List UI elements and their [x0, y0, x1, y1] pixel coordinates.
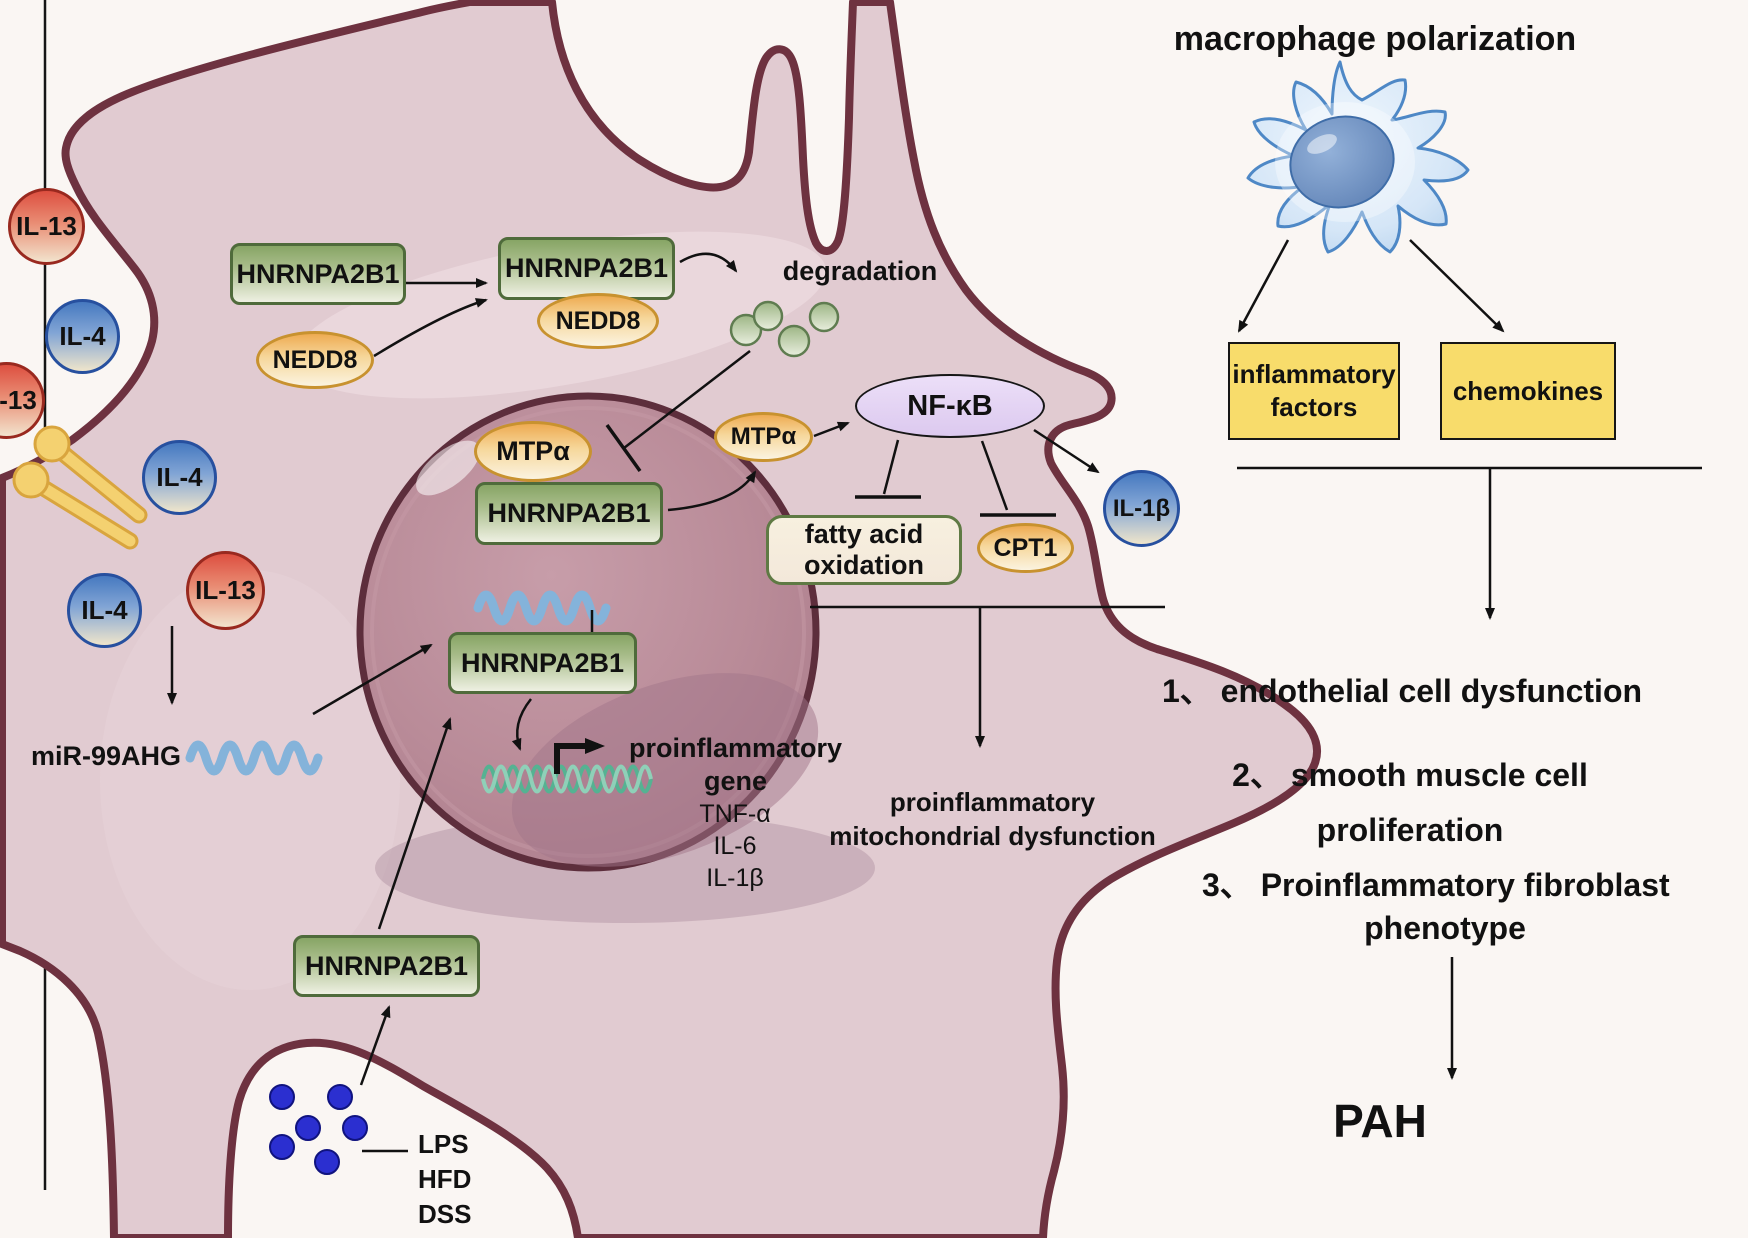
proinflammatory-gene-label: proinflammatory gene [598, 732, 873, 798]
il4-circle-2: IL-4 [142, 440, 217, 515]
il13-label: IL-13 [16, 211, 77, 241]
cytoplasm-highlight-2 [100, 570, 400, 990]
inflammatory-factors-box: inflammatory factors [1228, 342, 1400, 440]
arrow-hnrnpa2b1-to-mtpa-out [667, 470, 757, 512]
hnrnpa2b1-label: HNRNPA2B1 [460, 647, 625, 678]
mtpa-ellipse-2: MTPα [714, 412, 813, 462]
mtpa-ellipse-1: MTPα [474, 421, 592, 482]
hnrnpa2b1-box-2: HNRNPA2B1 [498, 237, 675, 300]
il4-circle-1: IL-4 [45, 299, 120, 374]
nuclear-rna-wave [473, 590, 611, 626]
il13-circle-3: IL-13 [186, 551, 265, 630]
arrow-macrophage-to-inflammatory [1237, 239, 1290, 333]
il4-label: IL-4 [59, 321, 106, 351]
hnrnpa2b1-box-1: HNRNPA2B1 [230, 243, 406, 305]
fatty-acid-line2: oxidation [804, 550, 924, 580]
hnrnpa2b1-label: HNRNPA2B1 [304, 950, 469, 981]
stimuli-dots [269, 1084, 368, 1175]
nucleus-shading [511, 673, 819, 867]
dna-helix [481, 764, 653, 794]
inflammatory-line1: inflammatory [1232, 359, 1396, 389]
inhibition-line-nfkb-cpt1 [980, 440, 1009, 511]
fatty-acid-oxidation-box: fatty acid oxidation [766, 515, 962, 585]
outcome-item-1: 1、 endothelial cell dysfunction [1161, 673, 1643, 709]
stimuli-list: LPS HFD DSS [418, 1127, 488, 1232]
transcription-arrow [554, 738, 605, 774]
hnrnpa2b1-label: HNRNPA2B1 [236, 258, 400, 289]
mito-line2: mitochondrial dysfunction [829, 821, 1156, 851]
mir-99ahg-label: miR-99AHG [30, 741, 182, 771]
degradation-particles [729, 300, 840, 358]
arrow-mir-to-nucleus [312, 643, 433, 716]
mir-rna-wave [185, 740, 323, 776]
pah-label: PAH [1333, 1095, 1427, 1147]
cytokine-il6: IL-6 [713, 832, 757, 860]
inhibition-line-nfkb-fao [882, 439, 900, 495]
outcome-item-3: 3、 Proinflammatory fibroblast [1202, 867, 1670, 903]
arrow-mtpa-to-nfkb [813, 421, 850, 438]
gene-line2: gene [703, 766, 768, 796]
cpt1-ellipse: CPT1 [977, 523, 1074, 573]
cytokine-list: TNF-α IL-6 IL-1β [640, 798, 830, 894]
arrow-hnrnpa2b1-to-dna [511, 698, 532, 751]
cpt1-label: CPT1 [993, 533, 1058, 562]
mito-line1: proinflammatory [889, 787, 1096, 817]
il4-circle-3: IL-4 [67, 573, 142, 648]
inflammatory-line2: factors [1270, 392, 1358, 422]
mtpa-label: MTPα [730, 423, 797, 450]
chemokines-box: chemokines [1440, 342, 1616, 440]
outcome-item-2-line2: proliferation [1316, 812, 1504, 848]
arrow-dots-to-hnrnpa2b1 [359, 1005, 391, 1086]
il13-label: IL-13 [195, 575, 256, 605]
arrow-nedd8-to-complex [373, 298, 488, 358]
arrow-complex-to-degradation [679, 252, 738, 273]
fatty-acid-line1: fatty acid [804, 519, 924, 549]
polarization-title: macrophage polarization [1173, 20, 1577, 58]
inhibition-line-degradation-mtpa [623, 350, 751, 449]
nucleus-highlight [416, 440, 480, 496]
nedd8-label: NEDD8 [272, 345, 358, 374]
hnrnpa2b1-box-4: HNRNPA2B1 [448, 632, 637, 694]
arrow-macrophage-to-chemokines [1409, 239, 1505, 333]
nedd8-label: NEDD8 [555, 306, 641, 335]
degradation-label: degradation [782, 256, 938, 286]
arrow-stimuli-hnrnpa2b1-to-nucleus [377, 717, 452, 930]
il1b-label: IL-1β [1112, 494, 1171, 522]
outcome-item-2: 2、 smooth muscle cell proliferation [1130, 748, 1690, 858]
il13-circle-1: IL-13 [8, 188, 85, 265]
cytokine-il1b: IL-1β [706, 864, 764, 892]
lps-label: LPS [418, 1129, 469, 1159]
hnrnpa2b1-box-5: HNRNPA2B1 [293, 935, 480, 997]
il1b-circle: IL-1β [1103, 470, 1180, 547]
hnrnpa2b1-box-3: HNRNPA2B1 [475, 482, 663, 545]
il13-label: IL-13 [0, 385, 37, 415]
nfkb-ellipse: NF-κB [855, 374, 1045, 438]
chemokines-label: chemokines [1452, 375, 1604, 406]
macrophage-cell-icon [1246, 60, 1470, 254]
hnrnpa2b1-label: HNRNPA2B1 [487, 498, 651, 528]
cytokine-tnfa: TNF-α [699, 800, 771, 828]
nfkb-label: NF-κB [907, 389, 993, 422]
dss-label: DSS [418, 1199, 472, 1229]
outcome-item-3-line2: phenotype [1364, 910, 1526, 946]
hfd-label: HFD [418, 1164, 472, 1194]
il4-label: IL-4 [81, 595, 128, 625]
outcome-item-2-line1: 2、 smooth muscle cell [1232, 757, 1588, 793]
nedd8-ellipse-1: NEDD8 [256, 331, 374, 389]
inhibition-bar-mtpa [605, 423, 642, 473]
nedd8-ellipse-2: NEDD8 [537, 293, 659, 349]
mito-dysfunction-label: proinflammatory mitochondrial dysfunctio… [790, 785, 1195, 853]
il4-label: IL-4 [156, 462, 203, 492]
receptor-icon [12, 425, 148, 550]
gene-line1: proinflammatory [628, 733, 843, 763]
mtpa-label: MTPα [496, 436, 570, 466]
hnrnpa2b1-label: HNRNPA2B1 [504, 253, 669, 283]
arrow-nfkb-to-il1b [1033, 428, 1100, 474]
